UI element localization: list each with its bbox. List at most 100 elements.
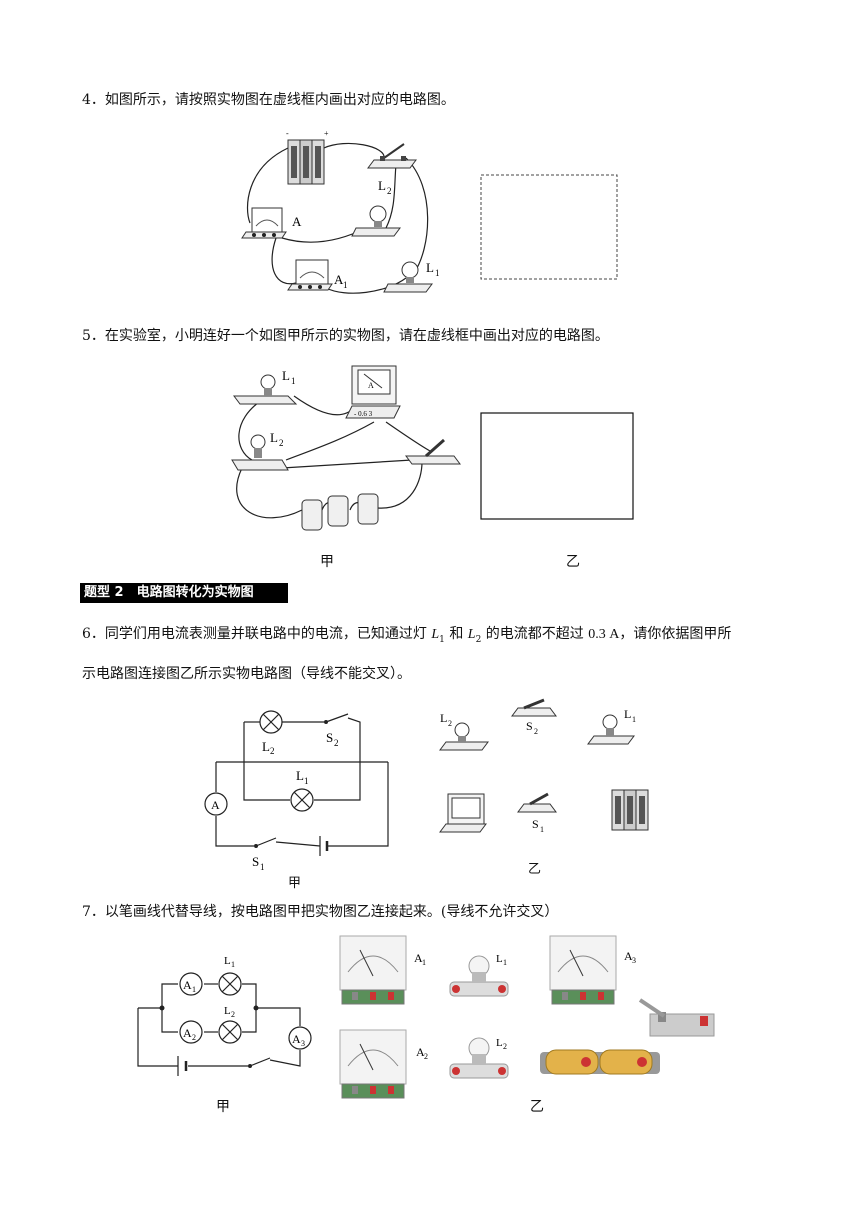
lamp-symbol: L: [431, 627, 440, 642]
switch-s1-label: S: [252, 854, 259, 869]
question-7-text: 7．以笔画线代替导线，按电路图甲把实物图乙连接起来。(导线不允许交叉）: [82, 904, 559, 920]
question-4-text: 4．如图所示，请按照实物图在虚线框内画出对应的电路图。: [82, 92, 455, 108]
question-6-text-line-1: 6．同学们用电流表测量并联电路中的电流，已知通过灯 L1 和 L2 的电流都不超…: [82, 624, 731, 650]
lamp-l2-label: L: [270, 430, 278, 445]
q6-text-part: ，请你依据图甲所: [619, 626, 732, 642]
lamp-l1-label: L: [224, 955, 231, 967]
switch-s2-symbol: S 2: [324, 713, 349, 748]
figure-caption-yi: 乙: [530, 1099, 544, 1115]
q6-text-part: 的电流都不超过: [481, 626, 589, 642]
lamp-l1-label: L: [496, 953, 503, 965]
lamp-l1-label: L: [426, 260, 434, 275]
ammeter-a3-label: A: [292, 1032, 301, 1046]
battery-holder: [540, 1049, 660, 1075]
lamp-l2-subscript: 2: [503, 1042, 507, 1051]
switch-s2-label: S: [526, 719, 533, 733]
current-value: 0.3 A: [588, 627, 620, 642]
lamp-l1-label: L: [296, 768, 304, 783]
figure-caption-jia: 甲: [288, 876, 302, 891]
q6-text-part: 和: [444, 626, 468, 642]
ammeter-a-label: A: [292, 214, 302, 229]
ammeter-a2-label: A: [416, 1045, 425, 1059]
lamp-l2-symbol: L 2: [259, 710, 283, 756]
question-4-answer-box: [480, 174, 618, 280]
lamp-l1-symbol: L 1: [218, 955, 242, 996]
question-7-circuit-diagram: A 1 L 1 A 2 L 2 A 3: [137, 955, 312, 1076]
q6-text-part: 6．同学们用电流表测量并联电路中的电流，已知通过灯: [82, 626, 432, 642]
lamp-l1: L 1: [383, 260, 440, 293]
question-5-answer-box: [480, 412, 634, 520]
minus-sign: -: [286, 129, 289, 138]
ammeter-a1-subscript: 1: [343, 280, 348, 290]
question-4-real-circuit-figure: - + A L 2 A 1 L 1: [241, 129, 440, 294]
lamp-l2-subscript: 2: [270, 746, 275, 756]
ammeter-a1-label: A: [183, 978, 192, 992]
ammeter-a1-subscript: 1: [422, 958, 426, 967]
ammeter-a3-label: A: [624, 949, 633, 963]
lamp-l2-label: L: [378, 178, 386, 193]
switch-s2-subscript: 2: [334, 738, 339, 748]
ammeter-a1: A 1: [287, 259, 348, 291]
lamp-l2-label: L: [496, 1037, 503, 1049]
switch-s1-symbol: S 1: [252, 837, 277, 872]
ammeter: [439, 793, 487, 833]
battery-symbol: [177, 1056, 188, 1076]
lamp-l2-subscript: 2: [448, 719, 452, 728]
lamp-symbol: L: [467, 627, 476, 642]
lamp-l2: L 2: [439, 711, 489, 751]
switch-s2-subscript: 2: [534, 727, 538, 736]
lamp-l2: L 2: [449, 1037, 509, 1079]
switch-symbol: [248, 1057, 271, 1068]
subscript-1: 1: [439, 634, 445, 645]
lamp-l2: L 2: [231, 430, 289, 471]
question-6-circuit-diagram: L 2 S 2 L 1 A S 1: [204, 710, 389, 872]
ammeter-a1: A 1: [339, 935, 426, 1005]
junction-dot: [253, 1005, 259, 1011]
subscript-2: 2: [475, 634, 482, 645]
lamp-l1-label: L: [282, 368, 290, 383]
figure-caption-yi: 乙: [528, 862, 542, 877]
lamp-l1-label: L: [624, 707, 631, 721]
lamp-l1-subscript: 1: [291, 376, 296, 386]
ammeter-a2-subscript: 2: [192, 1033, 196, 1042]
lamp-l2-subscript: 2: [387, 186, 392, 196]
lamp-l1-subscript: 1: [304, 776, 309, 786]
switch-s1-subscript: 1: [260, 862, 265, 872]
ammeter-label: A: [368, 381, 374, 390]
lamp-l2-label: L: [262, 739, 270, 754]
figure-caption-jia: 甲: [320, 554, 334, 570]
question-6-text-line-2: 示电路图连接图乙所示实物电路图（导线不能交叉）。: [82, 666, 411, 682]
ammeter-a3-subscript: 3: [301, 1039, 305, 1048]
ammeter-a2: A 2: [339, 1029, 428, 1099]
question-7-real-components: A 1 L 1 A 3 A 2 L 2: [339, 935, 715, 1099]
junction-dot: [159, 1005, 165, 1011]
switch-s2: S 2: [511, 698, 557, 736]
switch-s1: S 1: [517, 792, 557, 834]
ammeter-label: A: [211, 798, 220, 812]
ammeter-a2-symbol: A 2: [179, 1020, 203, 1044]
ammeter-a: A: [241, 207, 302, 239]
lamp-l2-subscript: 2: [279, 438, 284, 448]
question-6-real-components: L 2 S 2 L 1 S 1: [439, 698, 649, 834]
lamp-l1-subscript: 1: [503, 958, 507, 967]
plus-sign: +: [324, 129, 329, 138]
figure-caption-yi: 乙: [566, 554, 580, 570]
battery-pack: [611, 789, 649, 831]
switch: [367, 143, 417, 169]
ammeter-a1-subscript: 1: [192, 985, 196, 994]
switch-s1-label: S: [532, 817, 539, 831]
battery-symbol: [319, 836, 329, 856]
lamp-l1-subscript: 1: [435, 268, 440, 278]
batteries: [301, 493, 379, 531]
ammeter-a3: A 3: [549, 935, 636, 1005]
ammeter-a2-label: A: [183, 1026, 192, 1040]
switch: [638, 998, 715, 1037]
ammeter-a2-subscript: 2: [424, 1052, 428, 1061]
switch: [405, 438, 461, 465]
ammeter-a3-symbol: A 3: [288, 1026, 312, 1050]
ammeter-terminal-labels: - 0.6 3: [354, 410, 373, 418]
lamp-l1-symbol: L 1: [290, 768, 314, 812]
lamp-l1: L 1: [233, 368, 298, 405]
ammeter-a1-label: A: [334, 272, 344, 287]
lamp-l1-subscript: 1: [231, 960, 235, 969]
